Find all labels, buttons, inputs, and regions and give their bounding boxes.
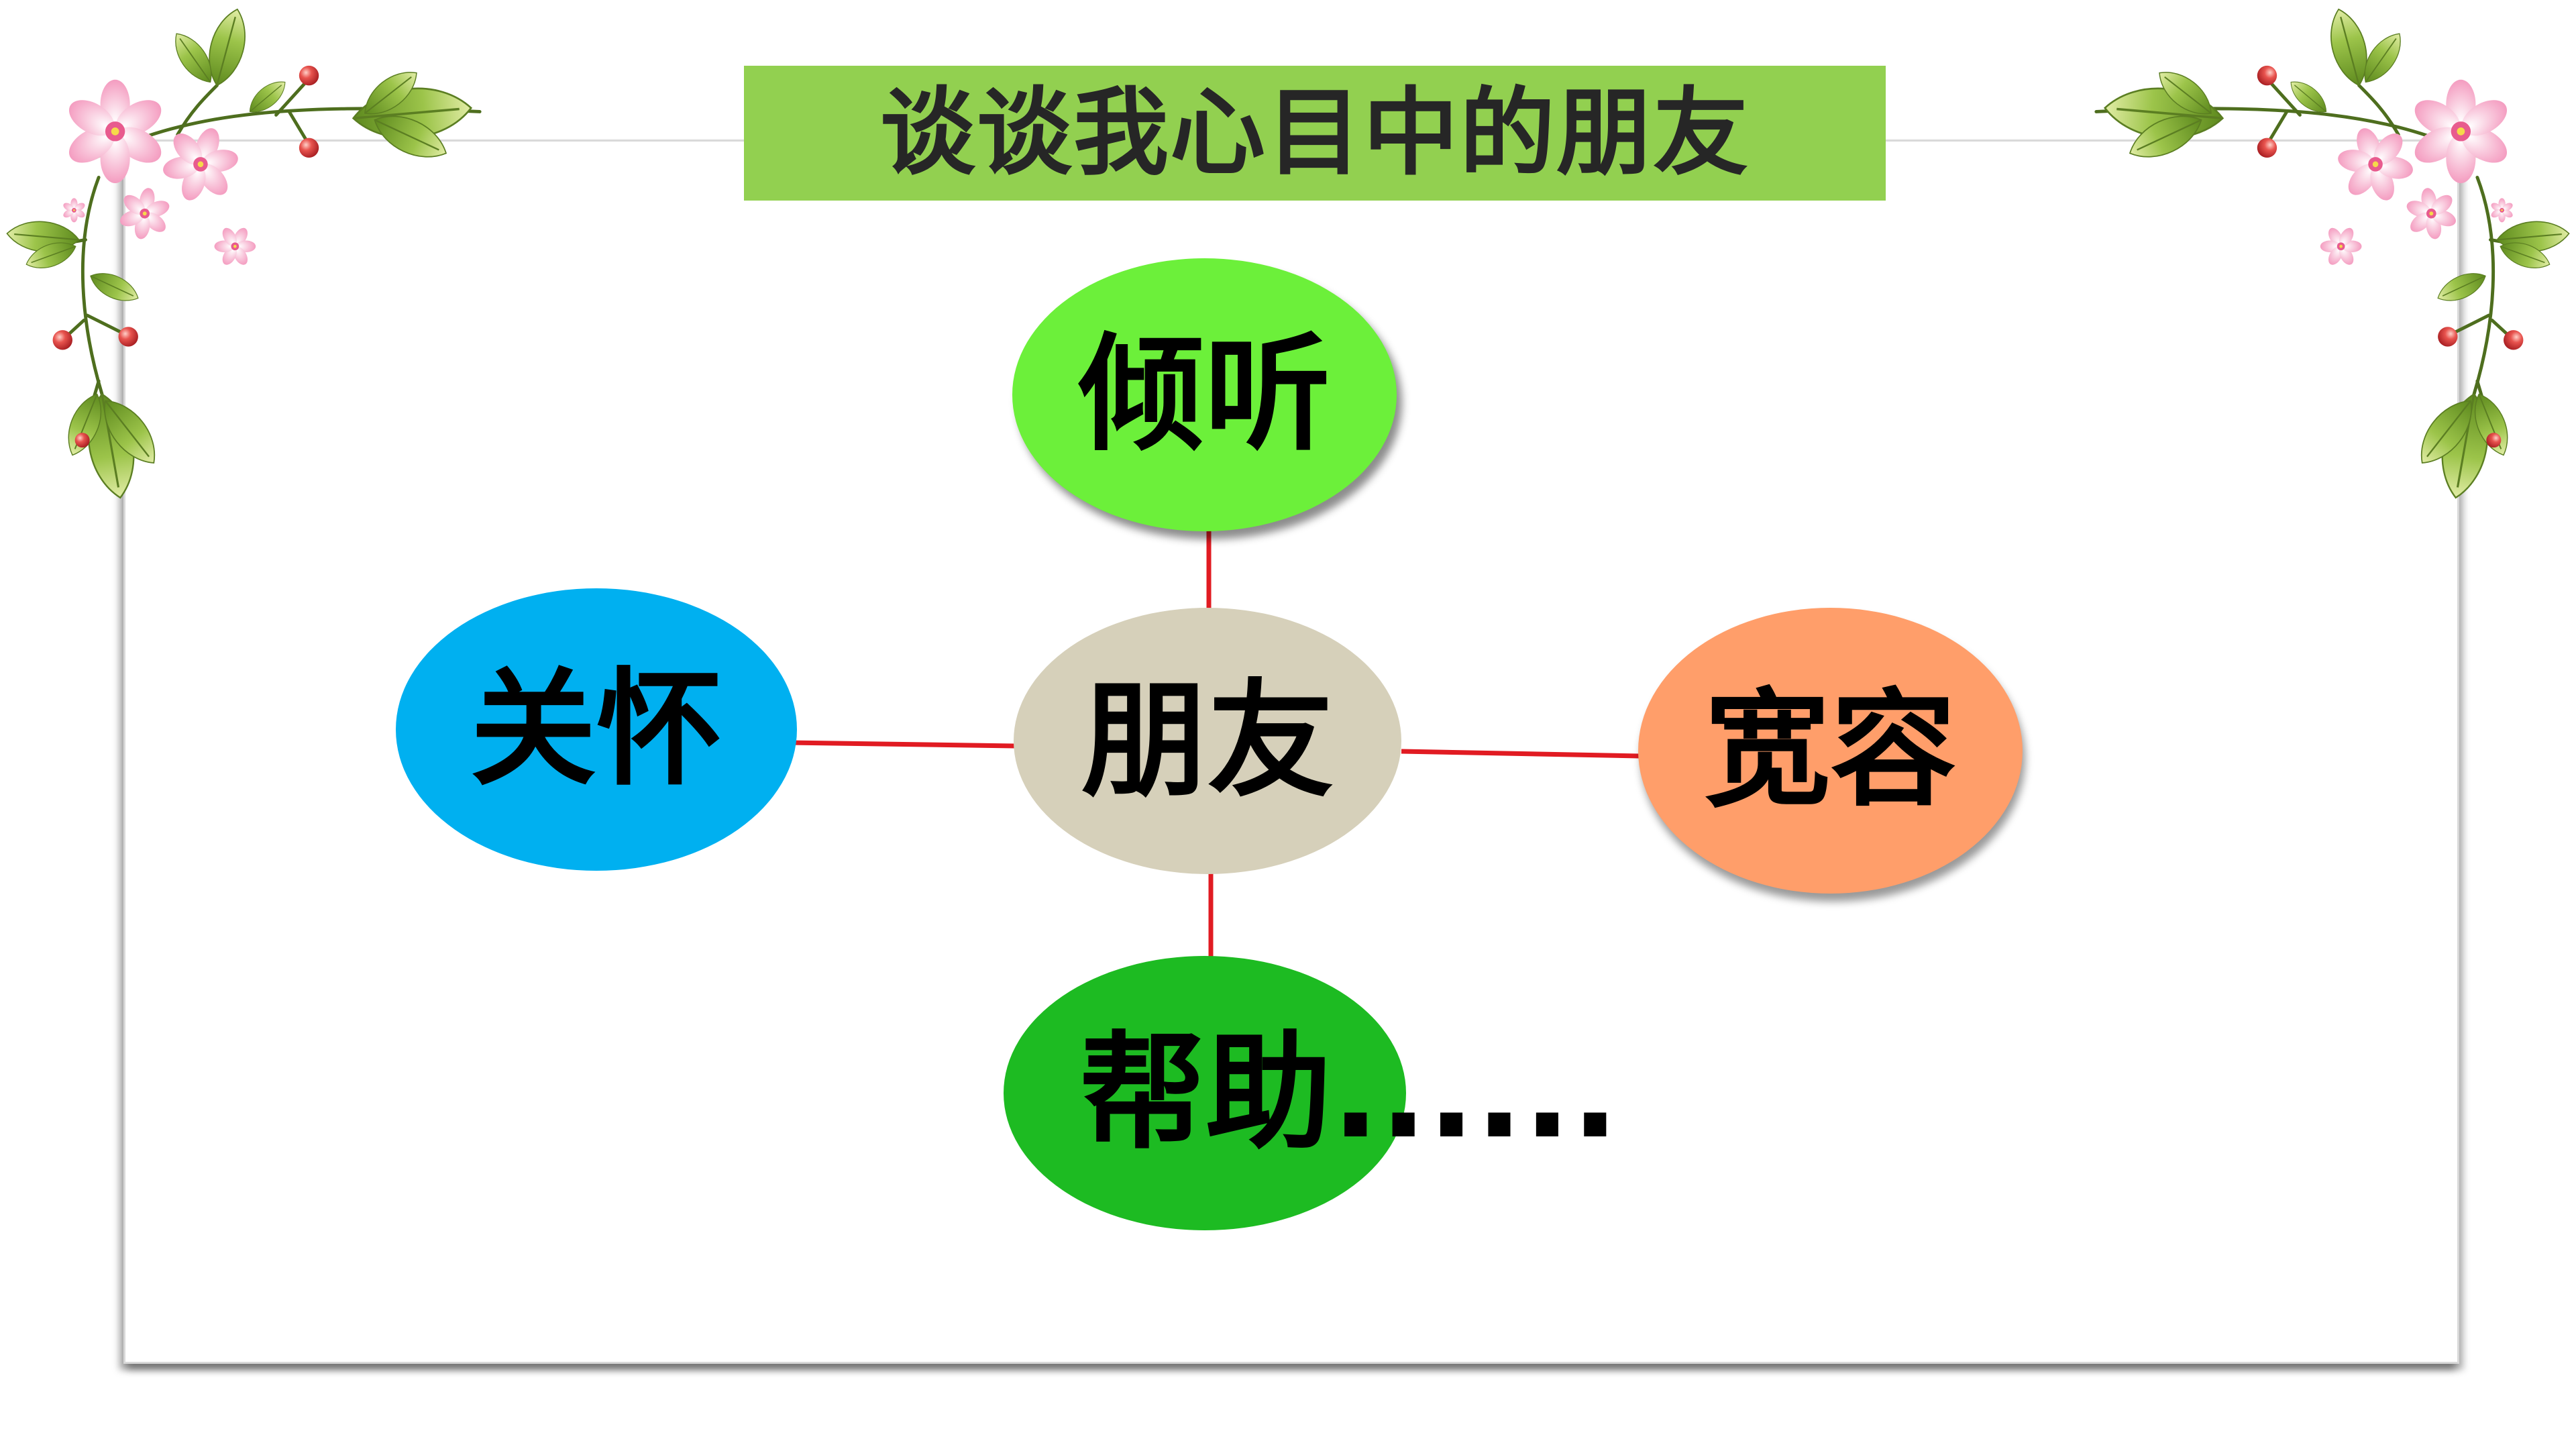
node-friend-label: 朋友 [1081, 667, 1334, 814]
node-help: 帮助...... [1004, 956, 1619, 1230]
slide-title: 谈谈我心目中的朋友 [880, 77, 1750, 189]
node-listen: 倾听 [1012, 258, 1397, 531]
connector-right [1401, 749, 1640, 759]
node-care: 关怀 [396, 588, 797, 871]
title-bar: 谈谈我心目中的朋友 [744, 66, 1886, 201]
node-friend-center: 朋友 [1014, 608, 1401, 874]
node-help-label: 帮助...... [1079, 1019, 1619, 1167]
node-listen-label: 倾听 [1078, 321, 1331, 468]
flower-vine-decoration-right [2083, 0, 2576, 509]
flower-vine-decoration-left [0, 0, 493, 509]
node-care-label: 关怀 [470, 655, 722, 803]
node-tolerance-label: 宽容 [1704, 677, 1957, 824]
node-tolerance: 宽容 [1638, 608, 2023, 894]
connector-left [788, 740, 1016, 749]
